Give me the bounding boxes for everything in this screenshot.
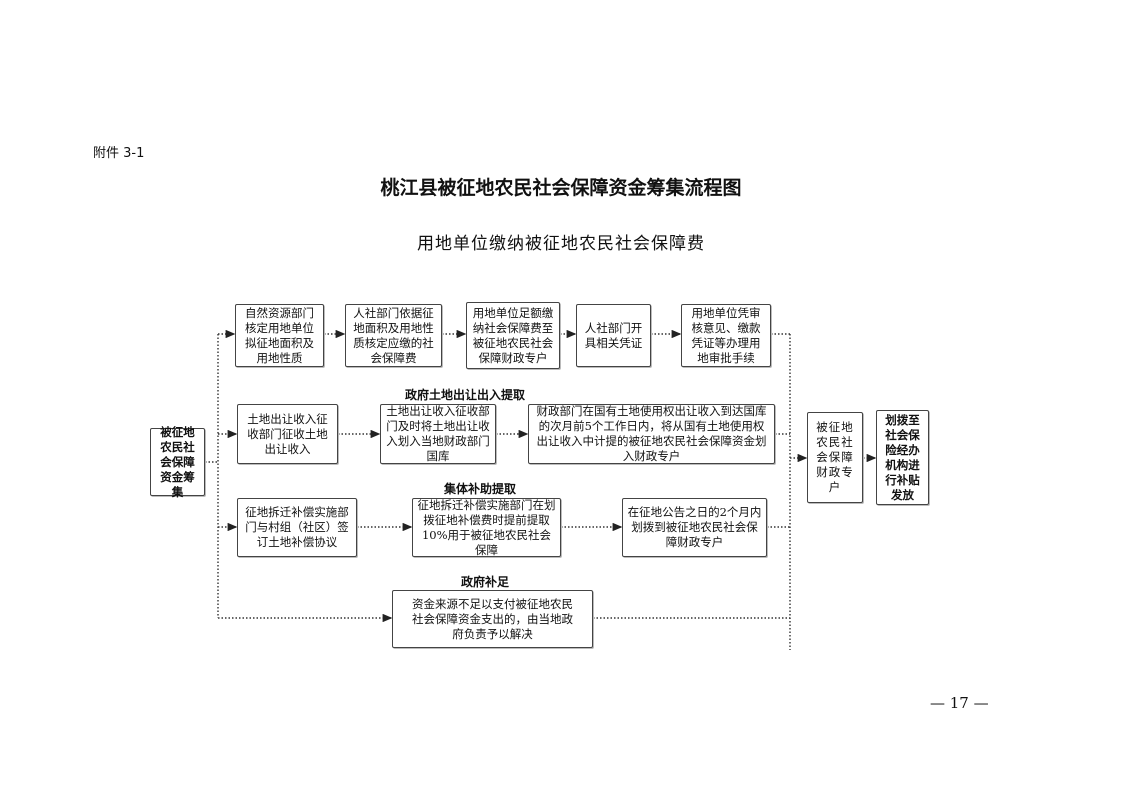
row2-step-2: 土地出让收入征收部门及时将土地出让收入划入当地财政部门国库: [380, 404, 496, 464]
attachment-label: 附件 3-1: [93, 146, 145, 161]
page-subtitle: 用地单位缴纳被征地农民社会保障费: [417, 234, 705, 254]
row2-step-1: 土地出让收入征收部门征收土地出让收入: [237, 404, 338, 464]
row1-step-3: 用地单位足额缴纳社会保障费至被征地农民社会保障财政专户: [466, 302, 560, 369]
row1-step-5: 用地单位凭审核意见、缴款凭证等办理用地审批手续: [681, 304, 771, 367]
row1-step-1: 自然资源部门核定用地单位拟征地面积及用地性质: [235, 304, 324, 367]
row4-label: 政府补足: [460, 575, 510, 589]
row3-step-1: 征地拆迁补偿实施部门与村组（社区）签订土地补偿协议: [237, 498, 357, 557]
row2-label: 政府土地出让出入提取: [404, 388, 526, 402]
row1-step-2: 人社部门依据征地面积及用地性质核定应缴的社会保障费: [345, 304, 442, 367]
page-title: 桃江县被征地农民社会保障资金筹集流程图: [380, 177, 742, 199]
account-box: 被征地农民社会保障财政专户: [807, 412, 863, 503]
row3-label: 集体补助提取: [443, 482, 517, 496]
page-number: — 17 —: [930, 694, 989, 712]
final-box: 划拨至社会保险经办机构进行补贴发放: [876, 410, 929, 505]
row3-step-3: 在征地公告之日的2个月内划拨到被征地农民社会保障财政专户: [622, 498, 767, 557]
row3-step-2: 征地拆迁补偿实施部门在划拨征地补偿费时提前提取10%用于被征地农民社会保障: [412, 498, 561, 557]
row1-step-4: 人社部门开具相关凭证: [576, 304, 651, 367]
row4-step-1: 资金来源不足以支付被征地农民社会保障资金支出的，由当地政府负责予以解决: [392, 590, 593, 648]
source-box: 被征地农民社会保障资金筹集: [150, 425, 205, 499]
row2-step-3: 财政部门在国有土地使用权出让收入到达国库的次月前5个工作日内，将从国有土地使用权…: [528, 404, 775, 464]
